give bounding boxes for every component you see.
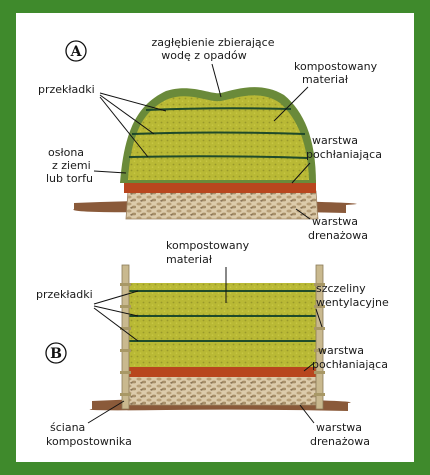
label-drainage-a-l1: warstwa <box>312 215 358 228</box>
label-absorbent-b-l2: pochłaniająca <box>312 358 388 371</box>
label-compost-a-l1: kompostowany <box>294 60 378 73</box>
compost-pile-diagram: A zagłębienie zbierające wodę z opadów k… <box>16 13 414 462</box>
label-cover-l2: z ziemi <box>52 159 91 172</box>
label-layers-b: przekładki <box>36 288 93 301</box>
compost-body-b <box>128 283 316 367</box>
label-cover-l3: lub torfu <box>46 172 93 185</box>
label-depression-l2: wodę z opadów <box>161 49 246 62</box>
label-absorbent-a-l2: pochłaniająca <box>306 148 382 161</box>
label-compost-b-l2: materiał <box>166 253 213 266</box>
label-absorbent-b-l1: warstwa <box>318 344 364 357</box>
marker-a: A <box>70 44 83 60</box>
absorbent-layer-b <box>128 366 316 377</box>
label-slots-l2: wentylacyjne <box>316 296 389 309</box>
label-layers-a: przekładki <box>38 83 95 96</box>
label-drainage-b-l2: drenażowa <box>310 435 370 448</box>
panel-a: A zagłębienie zbierające wodę z opadów k… <box>38 36 382 242</box>
diagram-canvas: A zagłębienie zbierające wodę z opadów k… <box>16 13 414 462</box>
panel-b: B kompostowany materiał przekładki szcze… <box>36 239 389 448</box>
label-wall-l1: ściana <box>50 421 85 434</box>
leader-depression <box>212 64 221 97</box>
label-slots-l1: szczeliny <box>316 282 366 295</box>
label-depression-l1: zagłębienie zbierające <box>152 36 275 49</box>
label-drainage-a-l2: drenażowa <box>308 229 368 242</box>
label-cover-l1: osłona <box>48 146 84 159</box>
label-wall-l2: kompostownika <box>46 435 132 448</box>
marker-b: B <box>50 346 62 362</box>
drainage-layer-b <box>128 375 316 405</box>
label-compost-b-l1: kompostowany <box>166 239 250 252</box>
label-drainage-b-l1: warstwa <box>316 421 362 434</box>
label-compost-a-l2: materiał <box>302 73 349 86</box>
drainage-layer-a <box>126 191 318 219</box>
label-absorbent-a-l1: warstwa <box>312 134 358 147</box>
wall-post-left <box>122 265 129 409</box>
